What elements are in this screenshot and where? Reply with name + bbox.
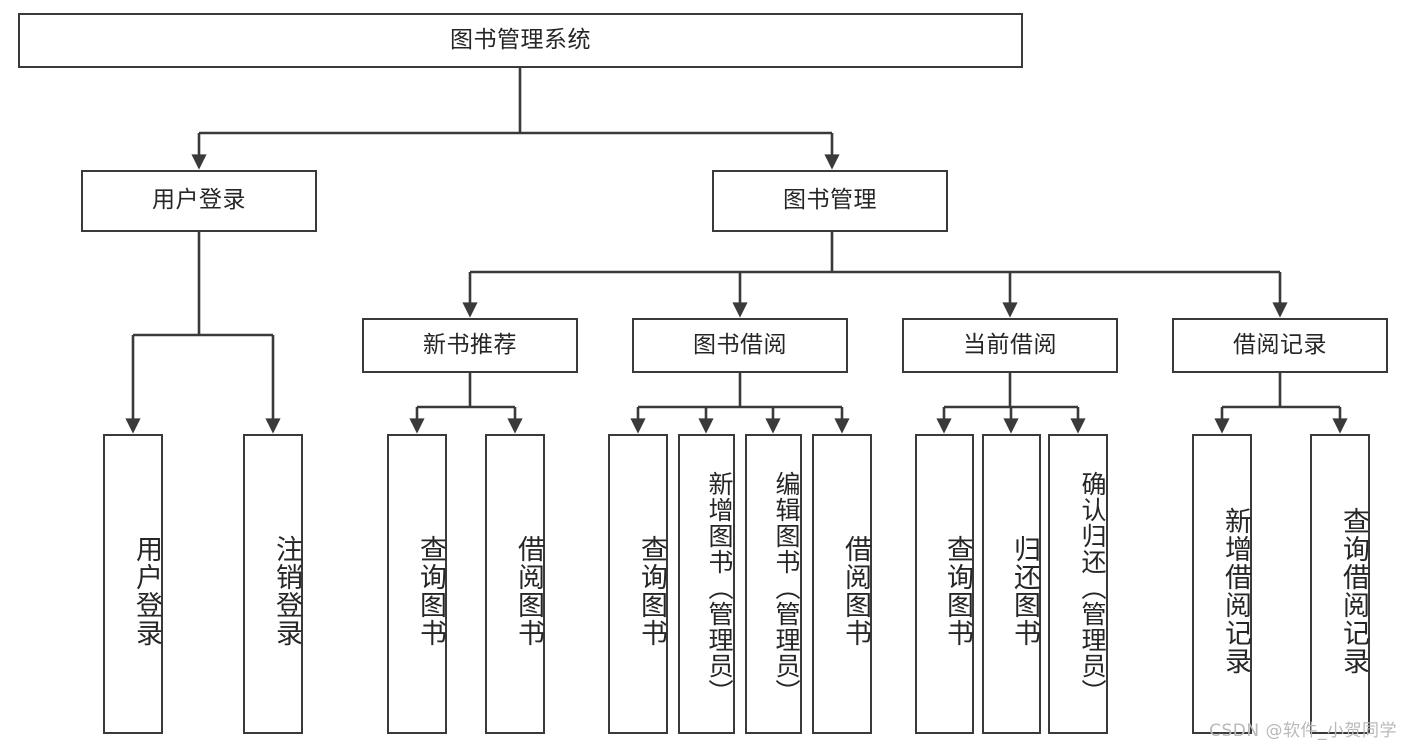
node-leaf-query-book-2[interactable]: 查询图书: [608, 434, 668, 734]
node-leaf-query-book-3[interactable]: 查询图书: [915, 434, 974, 734]
node-leaf-borrow-book-2-label: 借阅图书: [840, 535, 871, 647]
node-leaf-add-record[interactable]: 新增借阅记录: [1192, 434, 1252, 734]
node-root-label: 图书管理系统: [450, 26, 591, 53]
node-leaf-confirm-return-label: 确认归还（管理员）: [1078, 471, 1107, 705]
node-leaf-user-login[interactable]: 用户登录: [103, 434, 163, 734]
node-leaf-return-book[interactable]: 归还图书: [982, 434, 1041, 734]
node-leaf-borrow-book-1-label: 借阅图书: [513, 535, 544, 647]
node-user-login[interactable]: 用户登录: [81, 170, 317, 232]
node-leaf-borrow-book-2[interactable]: 借阅图书: [812, 434, 872, 734]
node-leaf-query-book-3-label: 查询图书: [942, 535, 973, 647]
node-borrow-record[interactable]: 借阅记录: [1172, 318, 1388, 373]
node-new-book-recommend-label: 新书推荐: [423, 331, 517, 358]
node-leaf-borrow-book-1[interactable]: 借阅图书: [485, 434, 545, 734]
node-leaf-edit-book[interactable]: 编辑图书（管理员）: [745, 434, 802, 734]
node-leaf-add-book-label: 新增图书（管理员）: [705, 471, 734, 705]
node-leaf-add-record-label: 新增借阅记录: [1220, 507, 1251, 675]
node-current-borrow[interactable]: 当前借阅: [902, 318, 1118, 373]
node-user-login-label: 用户登录: [152, 187, 246, 214]
node-leaf-query-book-1-label: 查询图书: [415, 535, 446, 647]
node-borrow-record-label: 借阅记录: [1233, 331, 1327, 358]
node-leaf-edit-book-label: 编辑图书（管理员）: [772, 471, 801, 705]
node-leaf-query-book-2-label: 查询图书: [636, 535, 667, 647]
node-leaf-query-book-1[interactable]: 查询图书: [387, 434, 447, 734]
node-leaf-confirm-return[interactable]: 确认归还（管理员）: [1048, 434, 1108, 734]
node-leaf-query-record[interactable]: 查询借阅记录: [1310, 434, 1370, 734]
node-leaf-return-book-label: 归还图书: [1009, 535, 1040, 647]
node-current-borrow-label: 当前借阅: [963, 331, 1057, 358]
node-root[interactable]: 图书管理系统: [18, 13, 1023, 68]
node-leaf-user-login-label: 用户登录: [131, 535, 162, 647]
node-book-borrow-label: 图书借阅: [693, 331, 787, 358]
node-book-borrow[interactable]: 图书借阅: [632, 318, 848, 373]
node-leaf-logout-label: 注销登录: [271, 535, 302, 647]
node-book-management[interactable]: 图书管理: [712, 170, 948, 232]
node-leaf-query-record-label: 查询借阅记录: [1338, 507, 1369, 675]
node-book-management-label: 图书管理: [783, 187, 877, 214]
node-new-book-recommend[interactable]: 新书推荐: [362, 318, 578, 373]
node-leaf-logout[interactable]: 注销登录: [243, 434, 303, 734]
node-leaf-add-book[interactable]: 新增图书（管理员）: [678, 434, 735, 734]
watermark: CSDN @软件_小贺同学: [1209, 721, 1397, 741]
